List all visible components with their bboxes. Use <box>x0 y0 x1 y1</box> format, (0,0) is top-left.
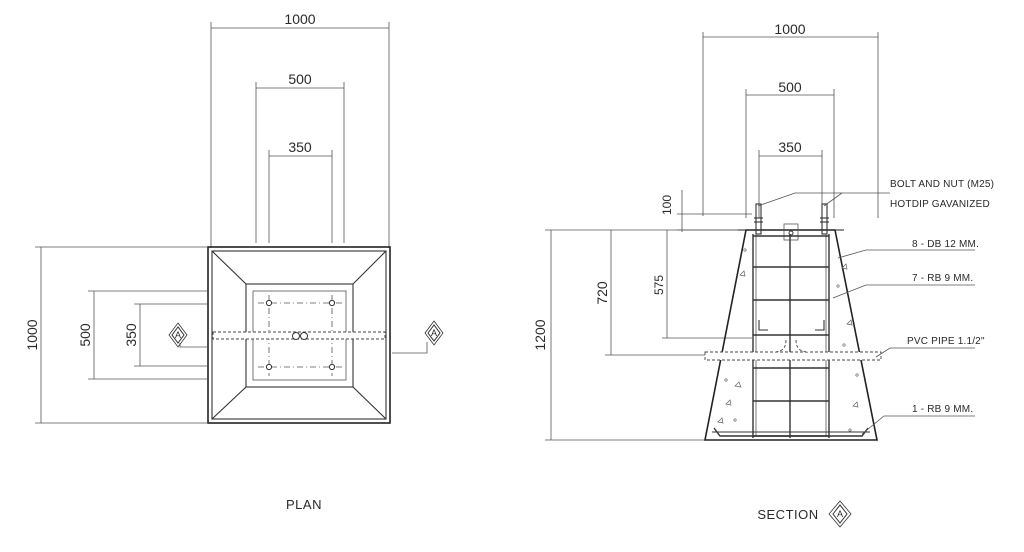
plan-pvc-pipe <box>212 331 386 340</box>
section-dim-1200: 1200 <box>532 319 548 350</box>
note-bolt-line1: BOLT AND NUT (M25) <box>890 179 994 190</box>
plan-dim-350: 350 <box>288 139 312 155</box>
section-dim-1000: 1000 <box>774 21 805 37</box>
plan-dim-left-350: 350 <box>123 323 139 347</box>
plan-title: PLAN <box>286 497 322 512</box>
plan-dim-left-1000: 1000 <box>24 319 40 350</box>
note-pvc: PVC PIPE 1.1/2" <box>907 336 985 347</box>
bolt-icon <box>265 363 273 371</box>
plan-left-dimensions: 1000 500 350 <box>24 246 207 424</box>
note-rb9-1: 1 - RB 9 MM. <box>912 404 973 415</box>
section-top-dimensions: 1000 500 350 <box>702 21 879 218</box>
bolt-icon <box>328 363 336 371</box>
section-title: SECTION <box>757 507 818 522</box>
note-rb9-7: 7 - RB 9 MM. <box>912 273 973 284</box>
concrete-hatch <box>717 248 859 432</box>
section-marker-left-icon: A <box>168 322 188 348</box>
section-dim-575: 575 <box>652 275 666 295</box>
plan-section-cut: A A <box>168 320 444 354</box>
plan-top-dimensions: 1000 500 350 <box>210 11 390 248</box>
section-title-marker-label: A <box>837 509 843 519</box>
bolt-icon <box>265 299 273 307</box>
section-left-dimensions: 100 575 720 1200 <box>532 190 752 441</box>
section-pvc-pipe <box>704 339 882 361</box>
section-marker-right-label: A <box>431 328 437 338</box>
pipe-end-icon <box>292 332 300 340</box>
section-dim-350: 350 <box>778 139 802 155</box>
section-view: 1000 500 350 100 575 720 <box>532 21 994 528</box>
section-leaders <box>757 192 975 435</box>
section-rebar-cage <box>713 234 869 438</box>
section-title-marker-icon: A <box>828 500 852 528</box>
section-dim-720: 720 <box>594 281 610 305</box>
plan-dim-1000: 1000 <box>284 11 315 27</box>
plan-dim-left-500: 500 <box>77 323 93 347</box>
section-anchor-bolts <box>754 203 829 241</box>
section-dim-500: 500 <box>778 79 802 95</box>
plan-dim-500: 500 <box>288 71 312 87</box>
section-marker-right-icon: A <box>424 320 444 346</box>
bolt-icon <box>328 299 336 307</box>
plan-view: 1000 500 350 1000 500 350 <box>24 11 444 512</box>
section-footing-outline <box>704 229 878 441</box>
section-dim-100: 100 <box>660 195 674 215</box>
note-bolt-line2: HOTDIP GAVANIZED <box>890 199 990 210</box>
note-db12: 8 - DB 12 MM. <box>912 239 979 250</box>
pipe-end-icon <box>300 332 308 340</box>
section-marker-left-label: A <box>175 330 181 340</box>
